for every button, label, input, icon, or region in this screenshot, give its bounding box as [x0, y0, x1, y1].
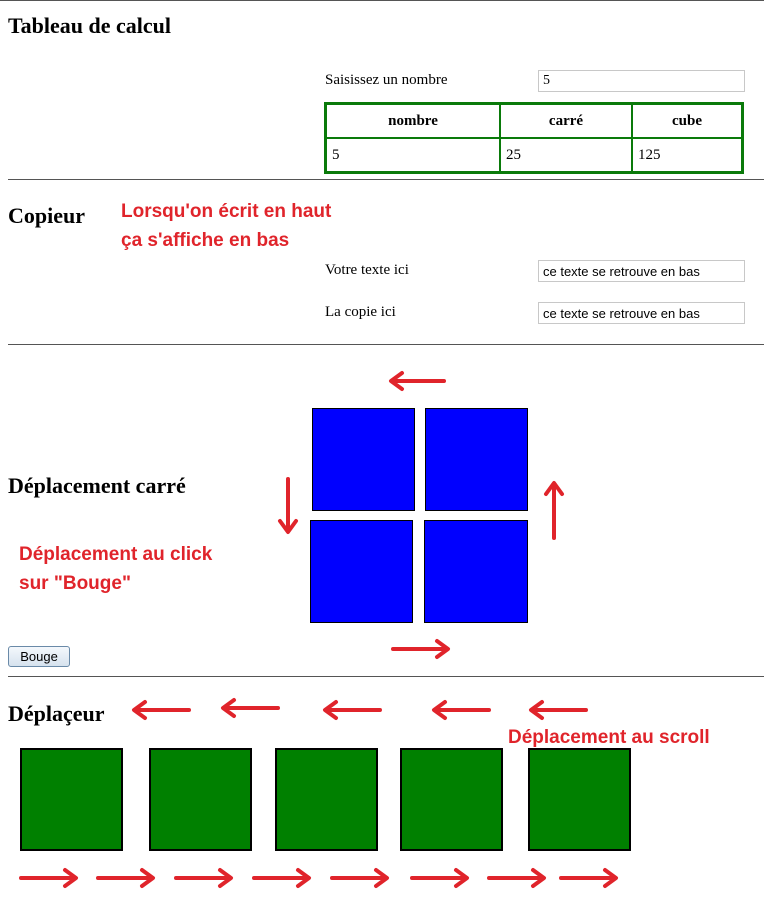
cell-cube: 125: [632, 138, 742, 172]
green-square: [275, 748, 378, 851]
arrow-left-icon: [221, 698, 280, 718]
arrow-left-icon: [132, 700, 191, 720]
blue-square-bottom-right: [424, 520, 528, 623]
mover-section-title: Déplaçeur: [8, 701, 105, 726]
cell-carre: 25: [500, 138, 632, 172]
table-row: 5 25 125: [326, 138, 742, 172]
arrow-right-icon: [174, 868, 233, 888]
green-square: [20, 748, 123, 851]
bouge-button[interactable]: Bouge: [8, 646, 70, 667]
copy-text-input[interactable]: [538, 302, 745, 324]
arrow-left-icon: [432, 700, 491, 720]
copier-section-title: Copieur: [8, 203, 85, 228]
number-input-label: Saisissez un nombre: [325, 72, 448, 88]
copier-annotation-line2: ça s'affiche en bas: [121, 230, 290, 251]
top-divider: [0, 0, 764, 1]
calc-section-title: Tableau de calcul: [8, 13, 171, 38]
number-input[interactable]: [538, 70, 745, 92]
arrow-left-icon: [323, 700, 382, 720]
divider: [8, 676, 764, 677]
blue-square-top-left: [312, 408, 415, 511]
arrow-up-icon: [544, 481, 564, 540]
green-square: [528, 748, 631, 851]
square-move-annotation-line2: sur "Bouge": [19, 573, 131, 594]
blue-square-bottom-left: [310, 520, 413, 623]
arrow-down-icon: [278, 477, 298, 534]
header-cube: cube: [632, 104, 742, 138]
arrow-right-icon: [330, 868, 389, 888]
square-move-section-title: Déplacement carré: [8, 473, 186, 498]
green-square: [149, 748, 252, 851]
arrow-left-icon: [389, 371, 446, 391]
copier-annotation-line1: Lorsqu'on écrit en haut: [121, 201, 332, 222]
green-square: [400, 748, 503, 851]
arrow-right-icon: [96, 868, 155, 888]
header-carre: carré: [500, 104, 632, 138]
blue-square-top-right: [425, 408, 528, 511]
arrow-right-icon: [487, 868, 546, 888]
calc-table: nombre carré cube 5 25 125: [324, 102, 744, 174]
table-header-row: nombre carré cube: [326, 104, 742, 138]
divider: [8, 179, 764, 180]
arrow-right-icon: [559, 868, 618, 888]
arrow-right-icon: [410, 868, 469, 888]
arrow-left-icon: [529, 700, 588, 720]
arrow-right-icon: [391, 639, 450, 659]
mover-annotation: Déplacement au scroll: [508, 727, 710, 748]
square-move-annotation-line1: Déplacement au click: [19, 544, 213, 565]
header-nombre: nombre: [326, 104, 500, 138]
divider: [8, 344, 764, 345]
copy-text-label: La copie ici: [325, 304, 396, 320]
arrow-right-icon: [19, 868, 78, 888]
cell-nombre: 5: [326, 138, 500, 172]
arrow-right-icon: [252, 868, 311, 888]
source-text-label: Votre texte ici: [325, 262, 409, 278]
source-text-input[interactable]: [538, 260, 745, 282]
